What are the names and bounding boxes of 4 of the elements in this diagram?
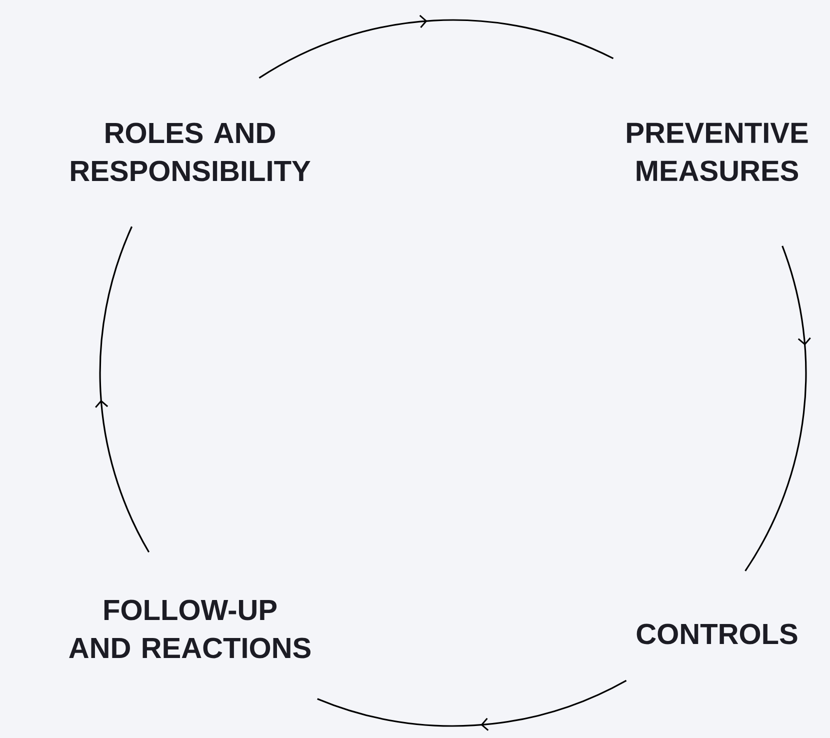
stage-label: FOLLOW-UP AND REACTIONS [69, 600, 310, 658]
stage-label: CONTROLS [636, 624, 798, 644]
stage-label: ROLES AND RESPONSIBILITY [71, 122, 310, 182]
stage-label: PREVENTIVE MEASURES [627, 122, 808, 182]
